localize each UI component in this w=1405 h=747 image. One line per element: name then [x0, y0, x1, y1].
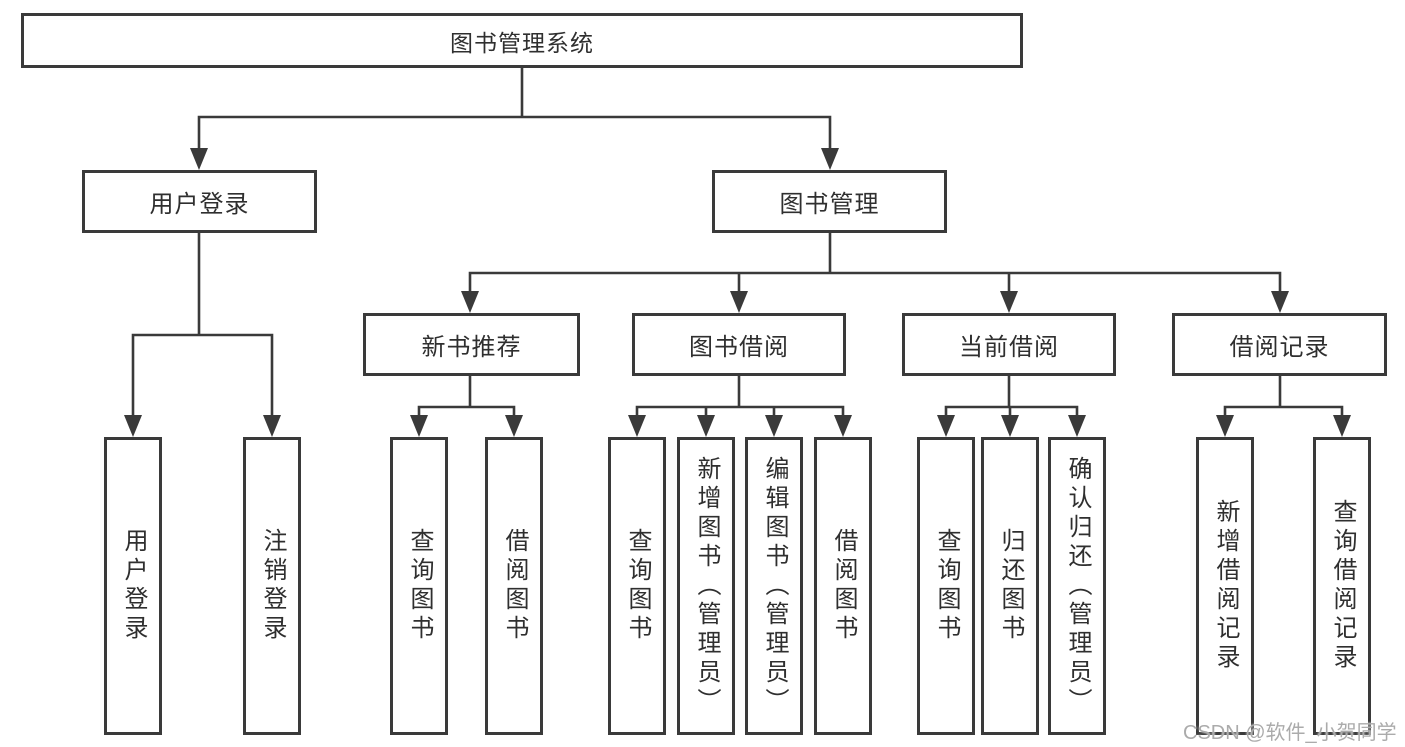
- leaf-add-borrow-record: 新增借阅记录: [1196, 437, 1254, 735]
- leaf-return-book: 归还图书: [981, 437, 1039, 735]
- node-label: 借阅图书: [501, 528, 528, 644]
- node-current-borrow: 当前借阅: [902, 313, 1116, 376]
- node-label: 新书推荐: [421, 334, 522, 361]
- leaf-borrow-books: 借阅图书: [814, 437, 872, 735]
- csdn-watermark: CSDN @软件_小贺同学: [1183, 722, 1397, 744]
- leaf-query-books-current: 查询图书: [917, 437, 975, 735]
- node-label: 归还图书: [997, 528, 1024, 644]
- node-label: 确认归还（管理员）: [1064, 455, 1091, 717]
- leaf-query-books-recommend: 查询图书: [390, 437, 448, 735]
- node-label: 查询图书: [406, 528, 433, 644]
- node-label: 查询图书: [933, 528, 960, 644]
- leaf-borrow-books-recommend: 借阅图书: [485, 437, 543, 735]
- node-label: 用户登录: [120, 528, 147, 644]
- node-book-management: 图书管理: [712, 170, 947, 233]
- node-label: 查询借阅记录: [1329, 499, 1356, 673]
- leaf-query-borrow-record: 查询借阅记录: [1313, 437, 1371, 735]
- node-label: 新增借阅记录: [1212, 499, 1239, 673]
- node-label: 借阅图书: [830, 528, 857, 644]
- node-new-book-recommend: 新书推荐: [363, 313, 580, 376]
- node-borrow-records: 借阅记录: [1172, 313, 1387, 376]
- node-label: 新增图书（管理员）: [693, 455, 720, 717]
- node-label: 图书借阅: [689, 334, 789, 361]
- leaf-add-book-admin: 新增图书（管理员）: [677, 437, 735, 735]
- leaf-logout: 注销登录: [243, 437, 301, 735]
- node-label: 编辑图书（管理员）: [761, 455, 788, 717]
- node-user-login: 用户登录: [82, 170, 317, 233]
- leaf-user-login: 用户登录: [104, 437, 162, 735]
- node-label: 图书管理系统: [450, 29, 594, 56]
- node-library-management-system: 图书管理系统: [21, 13, 1023, 68]
- leaf-query-books-borrow: 查询图书: [608, 437, 666, 735]
- node-label: 当前借阅: [959, 334, 1059, 361]
- leaf-edit-book-admin: 编辑图书（管理员）: [745, 437, 803, 735]
- node-label: 图书管理: [779, 191, 880, 218]
- node-label: 查询图书: [624, 528, 651, 644]
- node-book-borrow: 图书借阅: [632, 313, 846, 376]
- node-label: 借阅记录: [1229, 334, 1330, 361]
- node-label: 注销登录: [259, 528, 286, 644]
- leaf-confirm-return-admin: 确认归还（管理员）: [1048, 437, 1106, 735]
- node-label: 用户登录: [149, 191, 250, 218]
